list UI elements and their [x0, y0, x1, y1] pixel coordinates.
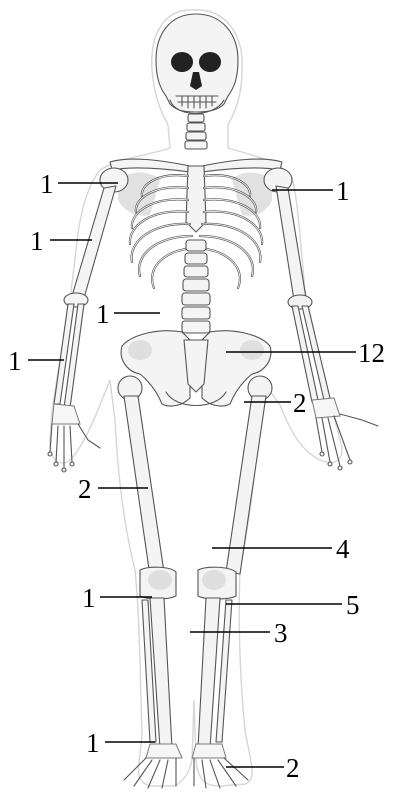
patella-left-bone	[148, 570, 172, 590]
label-spine: 1	[96, 299, 110, 329]
humerus-right-bone	[276, 186, 306, 300]
skull	[156, 14, 238, 114]
label-shoulder-right: 1	[336, 176, 350, 206]
label-femur-left: 2	[78, 474, 92, 504]
label-knee-right: 4	[336, 534, 350, 564]
label-fibula-right: 5	[346, 590, 360, 620]
label-patella-left: 1	[82, 583, 96, 613]
arm-right	[264, 168, 378, 470]
cervical-spine	[185, 114, 207, 149]
label-hip-right: 2	[293, 388, 307, 418]
eye-socket-right	[199, 52, 221, 72]
label-clavicle-left: 1	[40, 169, 54, 199]
label-tibia-right: 3	[274, 618, 288, 648]
label-foot-right: 2	[286, 753, 300, 783]
eye-socket-left	[171, 52, 193, 72]
sacrum	[184, 340, 208, 392]
lumbar-spine	[182, 240, 210, 333]
leg-left	[118, 376, 182, 788]
pelvis	[121, 331, 271, 406]
label-ankle-left: 1	[86, 728, 100, 758]
label-humerus-left: 1	[30, 226, 44, 256]
label-forearm-left: 1	[8, 346, 22, 376]
leg-right	[192, 376, 272, 788]
humerus-left-bone	[72, 186, 116, 298]
label-pelvis-right: 12	[358, 338, 385, 368]
